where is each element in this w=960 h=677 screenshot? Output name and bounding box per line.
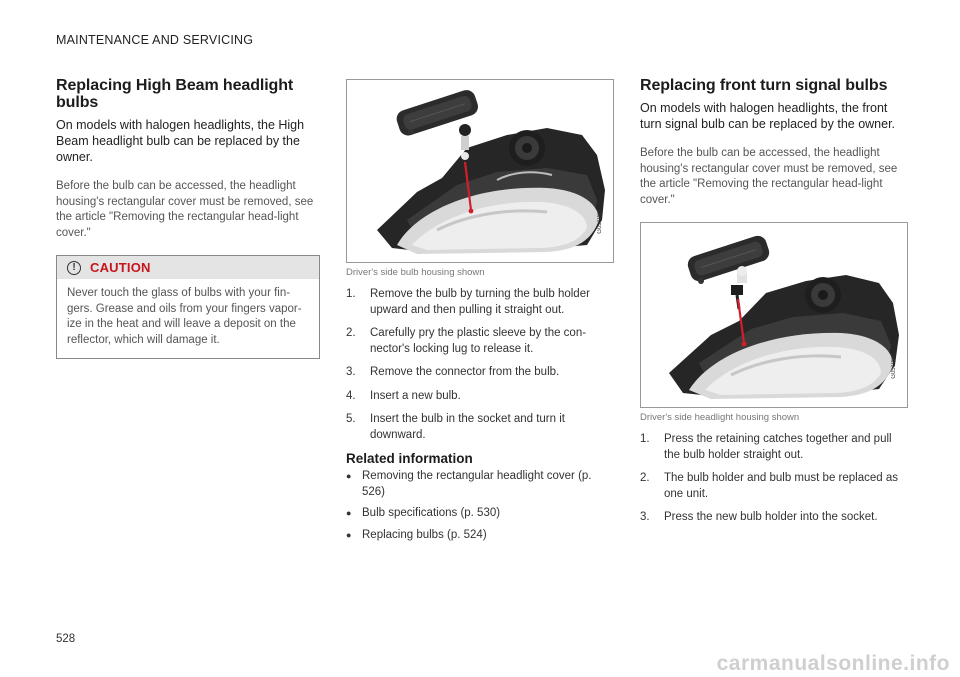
high-beam-steps: 1.Remove the bulb by turning the bulb ho… bbox=[346, 287, 612, 443]
related-link[interactable]: ●Bulb specifications (p. 530) bbox=[346, 506, 612, 522]
section-header: MAINTENANCE AND SERVICING bbox=[56, 33, 254, 47]
bullet-icon: ● bbox=[346, 529, 352, 540]
high-beam-lead: On models with halogen headlights, the H… bbox=[56, 118, 305, 164]
list-item: 1.Press the retaining catches together a… bbox=[640, 433, 892, 461]
related-link[interactable]: ●Removing the rectangular headlight cove… bbox=[346, 469, 612, 500]
related-link[interactable]: ●Replacing bulbs (p. 524) bbox=[346, 528, 612, 544]
bullet-icon: ● bbox=[346, 508, 352, 518]
rectangular-cover-shape bbox=[396, 90, 479, 136]
list-item: 4.Insert a new bulb. bbox=[346, 389, 461, 402]
headlight-housing-figure: G051998 bbox=[640, 222, 908, 408]
list-item: 3.Press the new bulb holder into the soc… bbox=[640, 511, 878, 523]
headlight-illustration bbox=[669, 235, 899, 399]
turn-signal-title: Replacing front turn signal bulbs bbox=[640, 77, 888, 94]
turn-signal-body: Before the bulb can be accessed, the hea… bbox=[640, 147, 898, 206]
figure-caption: Driver's side bulb housing shown bbox=[346, 267, 485, 278]
high-beam-body: Before the bulb can be accessed, the hea… bbox=[56, 180, 314, 239]
figure-caption: Driver's side headlight housing shown bbox=[640, 412, 800, 423]
list-item: 1.Remove the bulb by turning the bulb ho… bbox=[346, 288, 590, 316]
page-number: 528 bbox=[56, 633, 76, 645]
left-column: Replacing High Beam headlight bulbs On m… bbox=[56, 77, 322, 359]
list-item: 2.Carefully pry the plastic sleeve by th… bbox=[346, 327, 587, 355]
watermark: carmanualsonline.info bbox=[716, 652, 950, 675]
rectangular-cover-shape bbox=[687, 235, 770, 282]
middle-column: G051997 Driver's side bulb housing shown… bbox=[346, 77, 614, 549]
caution-box: ! CAUTION Never touch the glass of bulbs… bbox=[56, 255, 320, 359]
list-item: 2.The bulb holder and bulb must be repla… bbox=[640, 472, 898, 500]
figure-code: G051998 bbox=[891, 354, 897, 379]
related-links: ●Removing the rectangular headlight cove… bbox=[346, 469, 612, 543]
turn-signal-steps: 1.Press the retaining catches together a… bbox=[640, 432, 906, 526]
list-item: 5.Insert the bulb in the socket and turn… bbox=[346, 413, 565, 441]
turn-signal-lead: On models with halogen headlights, the f… bbox=[640, 101, 896, 131]
caution-text: Never touch the glass of bulbs with your… bbox=[67, 287, 302, 346]
headlight-illustration bbox=[377, 90, 605, 254]
figure-code: G051997 bbox=[597, 209, 603, 234]
right-column: Replacing front turn signal bulbs On mod… bbox=[640, 77, 908, 534]
caution-title: CAUTION bbox=[90, 260, 151, 275]
high-beam-title: Replacing High Beam headlight bulbs bbox=[56, 77, 294, 111]
bullet-icon: ● bbox=[346, 471, 352, 481]
warning-icon: ! bbox=[67, 260, 81, 275]
bulb-housing-figure: G051997 bbox=[346, 79, 614, 263]
related-information-title: Related information bbox=[346, 451, 473, 466]
list-item: 3.Remove the connector from the bulb. bbox=[346, 366, 560, 378]
caution-header: ! CAUTION bbox=[57, 256, 319, 279]
